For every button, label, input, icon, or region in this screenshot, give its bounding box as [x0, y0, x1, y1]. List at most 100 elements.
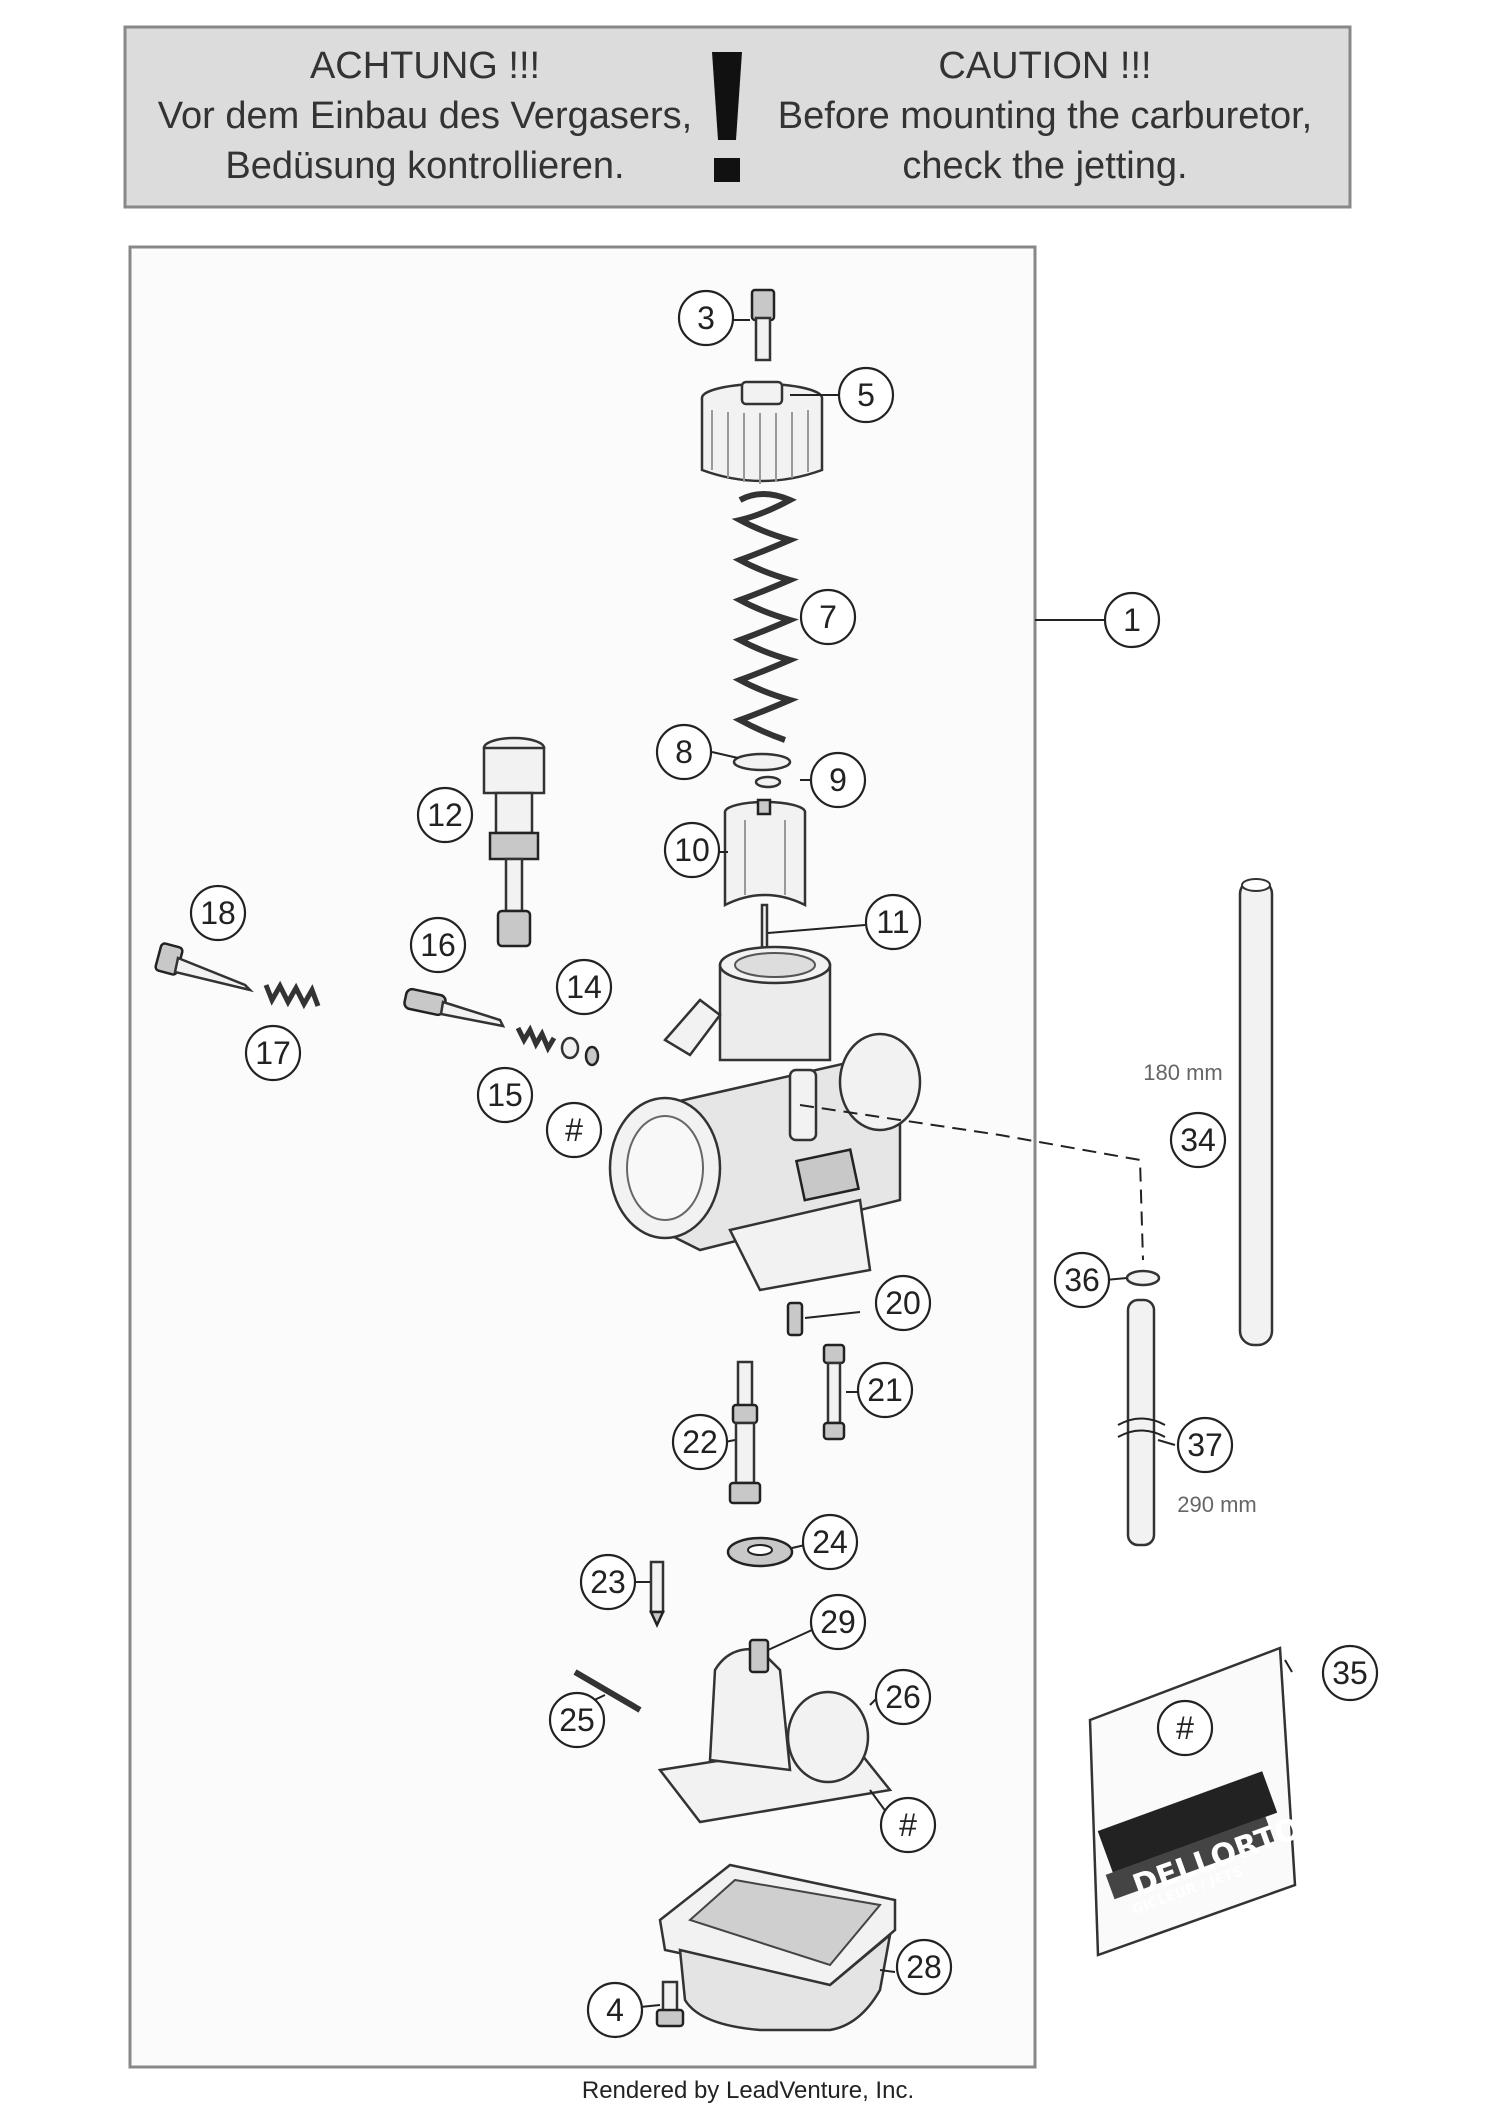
callout-4: 4 [586, 1981, 644, 2039]
svg-text:28: 28 [906, 1949, 942, 1985]
callout-36: 36 [1053, 1251, 1111, 1309]
callout-35: 35 [1321, 1644, 1379, 1702]
part-15-mixture-spring [515, 1024, 557, 1054]
callout-15: 15 [476, 1066, 534, 1124]
svg-text:18: 18 [200, 895, 236, 931]
callout-12: 12 [416, 786, 474, 844]
svg-text:24: 24 [812, 1524, 848, 1560]
part-18-idle-screw [154, 942, 255, 993]
svg-text:36: 36 [1064, 1262, 1100, 1298]
svg-text:12: 12 [427, 797, 463, 833]
part-hash-oring [584, 1045, 600, 1067]
callout-21: 21 [856, 1361, 914, 1419]
warning-english-title: CAUTION !!! [938, 45, 1151, 87]
svg-text:11: 11 [876, 904, 909, 940]
svg-text:8: 8 [675, 734, 693, 770]
part-35-jet-kit-bag: DELLORTO GICLEUR / JETS [1088, 1646, 1305, 1957]
callout-8: 8 [655, 723, 713, 781]
svg-text:3: 3 [697, 300, 715, 336]
hose-length-180: 180 mm [1143, 1060, 1222, 1085]
callout-11: 11 [864, 893, 922, 951]
part-23-float-needle [649, 1560, 665, 1628]
part-34-hose-180mm [1238, 878, 1274, 1347]
part-8-washer [732, 752, 792, 772]
footer-credit: Rendered by LeadVenture, Inc. [582, 2077, 914, 2104]
callout-hash-oring: # [545, 1101, 603, 1159]
callout-20: 20 [874, 1274, 932, 1332]
svg-text:9: 9 [829, 762, 847, 798]
hose-length-290: 290 mm [1177, 1492, 1256, 1517]
part-24-jet-holder [726, 1536, 794, 1568]
callout-23: 23 [579, 1553, 637, 1611]
warning-german-title: ACHTUNG !!! [310, 45, 540, 87]
svg-text:26: 26 [885, 1679, 921, 1715]
svg-text:35: 35 [1332, 1655, 1368, 1691]
svg-text:15: 15 [487, 1077, 523, 1113]
svg-text:#: # [565, 1112, 583, 1148]
part-28-float-bowl [658, 1863, 897, 2032]
callout-29: 29 [809, 1593, 867, 1651]
svg-text:20: 20 [885, 1285, 921, 1321]
callout-1: 1 [1103, 591, 1161, 649]
svg-text:25: 25 [559, 1702, 595, 1738]
part-4-drain-screw [655, 1980, 685, 2028]
part-5-mixing-chamber-cap [700, 380, 824, 484]
svg-text:14: 14 [566, 969, 602, 1005]
warning-german-line1: Vor dem Einbau des Vergasers, [158, 95, 692, 137]
part-17-idle-spring [263, 980, 321, 1010]
warning-english-line1: Before mounting the carburetor, [778, 95, 1312, 137]
part-22-atomizer [728, 1360, 762, 1505]
callout-9: 9 [809, 751, 867, 809]
callout-37: 37 [1176, 1416, 1234, 1474]
part-12-starter-plunger [482, 736, 546, 948]
callout-10: 10 [663, 821, 721, 879]
callout-5: 5 [837, 366, 895, 424]
part-26-float [657, 1638, 893, 1824]
callout-26: 26 [874, 1668, 932, 1726]
svg-text:34: 34 [1180, 1122, 1216, 1158]
svg-text:17: 17 [255, 1035, 291, 1071]
warning-box: ACHTUNG !!! Vor dem Einbau des Vergasers… [123, 25, 1352, 209]
svg-text:#: # [899, 1807, 917, 1843]
part-16-mixture-screw [403, 987, 506, 1028]
callout-3: 3 [677, 289, 735, 347]
part-3-adjuster-screw [750, 288, 776, 362]
part-36-oring [1125, 1269, 1161, 1287]
callout-22: 22 [671, 1413, 729, 1471]
callout-7: 7 [799, 588, 857, 646]
part-7-throttle-spring [731, 491, 799, 743]
callout-17: 17 [244, 1024, 302, 1082]
svg-text:37: 37 [1187, 1427, 1223, 1463]
callout-16: 16 [409, 916, 467, 974]
svg-text:16: 16 [420, 927, 456, 963]
part-14-washer [560, 1036, 580, 1060]
part-25-float-pin [573, 1669, 642, 1713]
svg-text:21: 21 [867, 1372, 903, 1408]
svg-text:10: 10 [674, 832, 710, 868]
callout-14: 14 [555, 958, 613, 1016]
part-9-clip [754, 775, 782, 789]
callout-24: 24 [801, 1513, 859, 1571]
svg-text:29: 29 [820, 1604, 856, 1640]
callout-hash-jetkit: # [1156, 1699, 1214, 1757]
svg-text:22: 22 [682, 1424, 718, 1460]
part-20-pilot-jet [786, 1301, 804, 1337]
callout-28: 28 [895, 1938, 953, 1996]
warning-german-line2: Bedüsung kontrollieren. [225, 145, 624, 187]
part-21-needle-jet [822, 1343, 846, 1441]
part-10-throttle-slide [723, 798, 807, 908]
part-1-carburetor-body [608, 945, 922, 1292]
part-11-jet-needle [760, 903, 769, 952]
callout-25: 25 [548, 1691, 606, 1749]
svg-text:7: 7 [819, 599, 837, 635]
svg-text:5: 5 [857, 377, 875, 413]
svg-text:#: # [1176, 1710, 1194, 1746]
part-37-hose-290mm [1117, 1298, 1166, 1547]
callout-34: 34 [1169, 1111, 1227, 1169]
exclamation-icon [712, 52, 742, 182]
warning-english-line2: check the jetting. [902, 145, 1187, 187]
svg-text:1: 1 [1123, 602, 1141, 638]
callout-18: 18 [189, 884, 247, 942]
vent-hose-route [799, 1104, 1144, 1261]
